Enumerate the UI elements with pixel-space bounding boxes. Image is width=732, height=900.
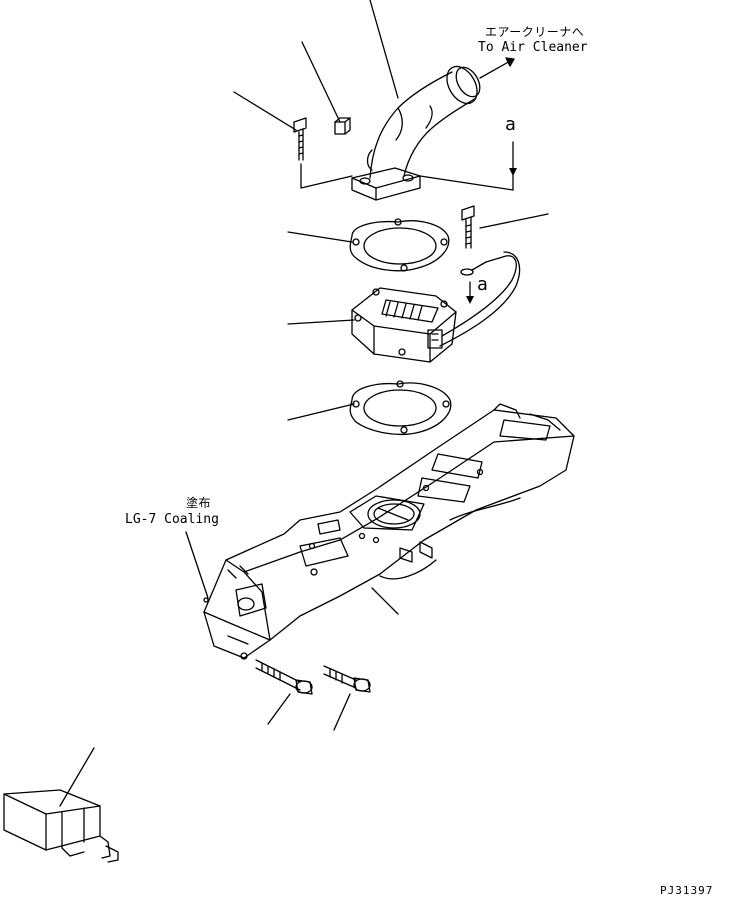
sealant-tube	[4, 790, 118, 862]
gasket-lower	[350, 381, 451, 434]
gasket-upper	[350, 219, 449, 271]
intake-heater	[352, 252, 520, 362]
heater-bolt	[462, 206, 474, 248]
drawing-id: PJ31397	[660, 884, 714, 897]
elbow-bolt	[294, 118, 306, 160]
manifold-bolt-right	[324, 666, 370, 692]
air-inlet-elbow	[352, 61, 485, 200]
coating-label-en: LG-7 Coaling	[125, 512, 219, 527]
elbow-centerline-right	[420, 176, 513, 190]
coating-label-jp: 塗布	[186, 496, 212, 510]
air-cleaner-label-jp: エアークリーナへ	[485, 25, 585, 39]
elbow-centerline-left	[301, 164, 352, 188]
intake-manifold	[204, 404, 574, 659]
manifold-bolt-left	[256, 660, 312, 694]
leader-lines	[60, 0, 548, 806]
elbow-to-air-cleaner-arrow	[480, 58, 514, 78]
air-cleaner-label-en: To Air Cleaner	[478, 40, 588, 55]
view-a-label-mid: a	[477, 274, 488, 295]
plug	[335, 118, 350, 134]
view-a-label-top: a	[505, 114, 516, 135]
